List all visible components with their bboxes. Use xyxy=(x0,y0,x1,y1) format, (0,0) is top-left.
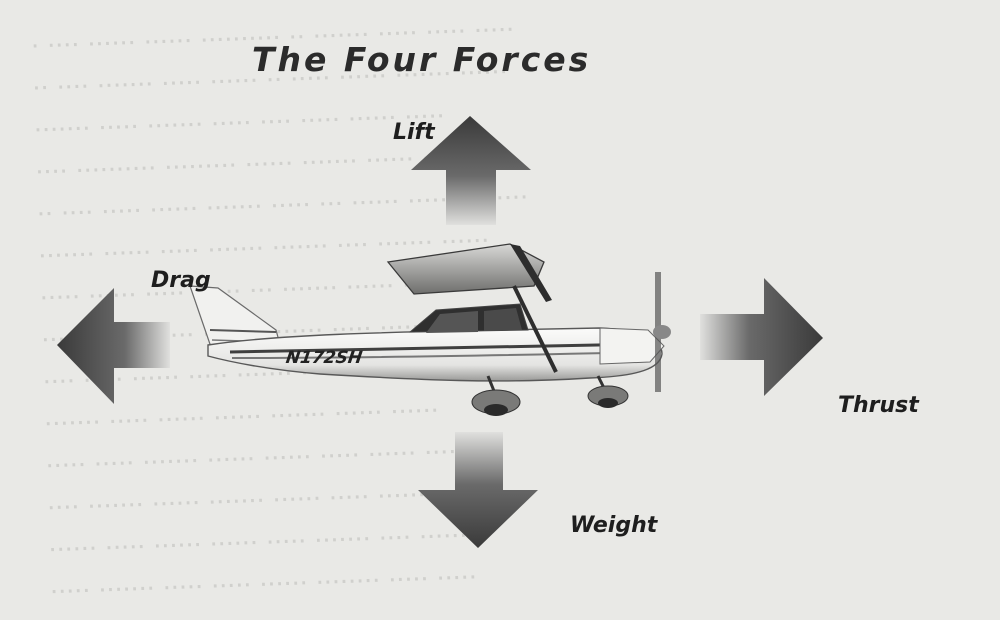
thrust-label: Thrust xyxy=(838,393,919,418)
weight-label: Weight xyxy=(570,513,658,538)
diagram-title: The Four Forces xyxy=(252,40,592,79)
lift-label: Lift xyxy=(393,120,435,145)
airplane xyxy=(189,243,671,416)
airplane-registration: N172SH xyxy=(284,348,364,368)
drag-arrow xyxy=(57,288,170,404)
drag-label: Drag xyxy=(151,268,211,293)
weight-arrow xyxy=(418,432,538,548)
lift-arrow xyxy=(411,116,531,225)
thrust-arrow xyxy=(700,278,823,396)
